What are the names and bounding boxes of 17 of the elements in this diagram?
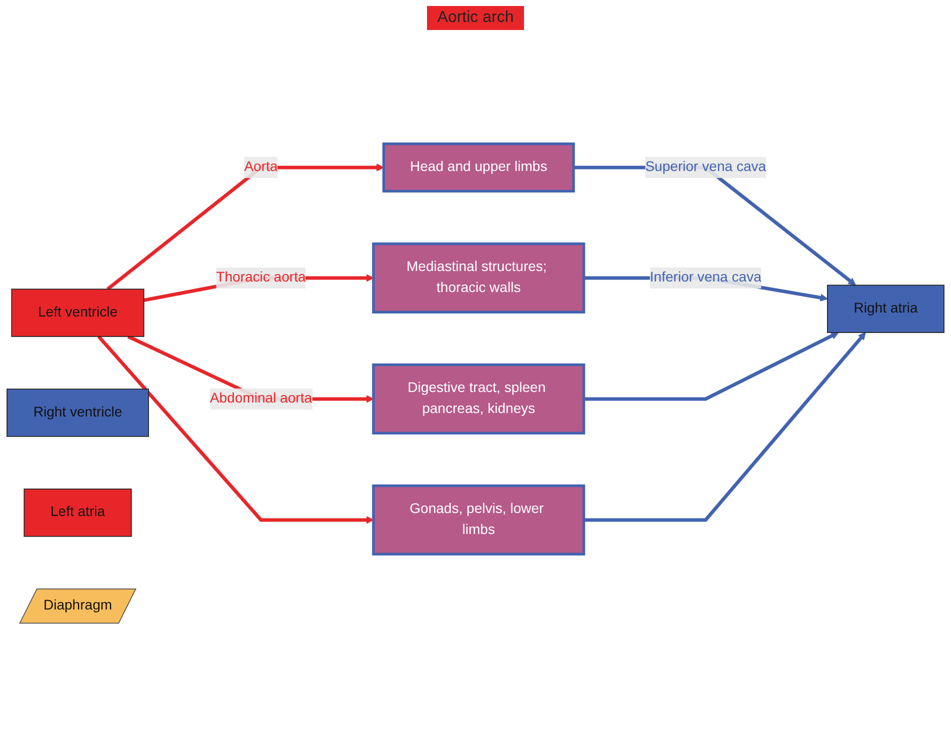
edge-label: Abdominal aorta	[210, 391, 312, 406]
vessel-label: Aortic arch	[427, 6, 524, 30]
node-box: Head and upper limbs	[382, 142, 575, 192]
edge-label: Aorta	[244, 160, 278, 174]
node-box: Right atria	[827, 284, 944, 333]
arrow	[106, 164, 384, 291]
edge-label: Thoracic aorta	[216, 270, 306, 285]
edge-label: Inferior vena cava	[650, 270, 762, 285]
node-box: Digestive tract, spleen pancreas, kidneys	[372, 363, 586, 434]
node-box: Left ventricle	[11, 288, 144, 337]
node-box: Mediastinal structures; thoracic walls	[372, 242, 586, 314]
node-box: Gonads, pelvis, lower limbs	[372, 484, 586, 556]
node-box: Right ventricle	[6, 388, 149, 437]
arrow	[584, 332, 866, 522]
arrow	[584, 332, 839, 401]
node-box: Left atria	[24, 488, 132, 537]
edge-label: Superior vena cava	[645, 160, 766, 174]
